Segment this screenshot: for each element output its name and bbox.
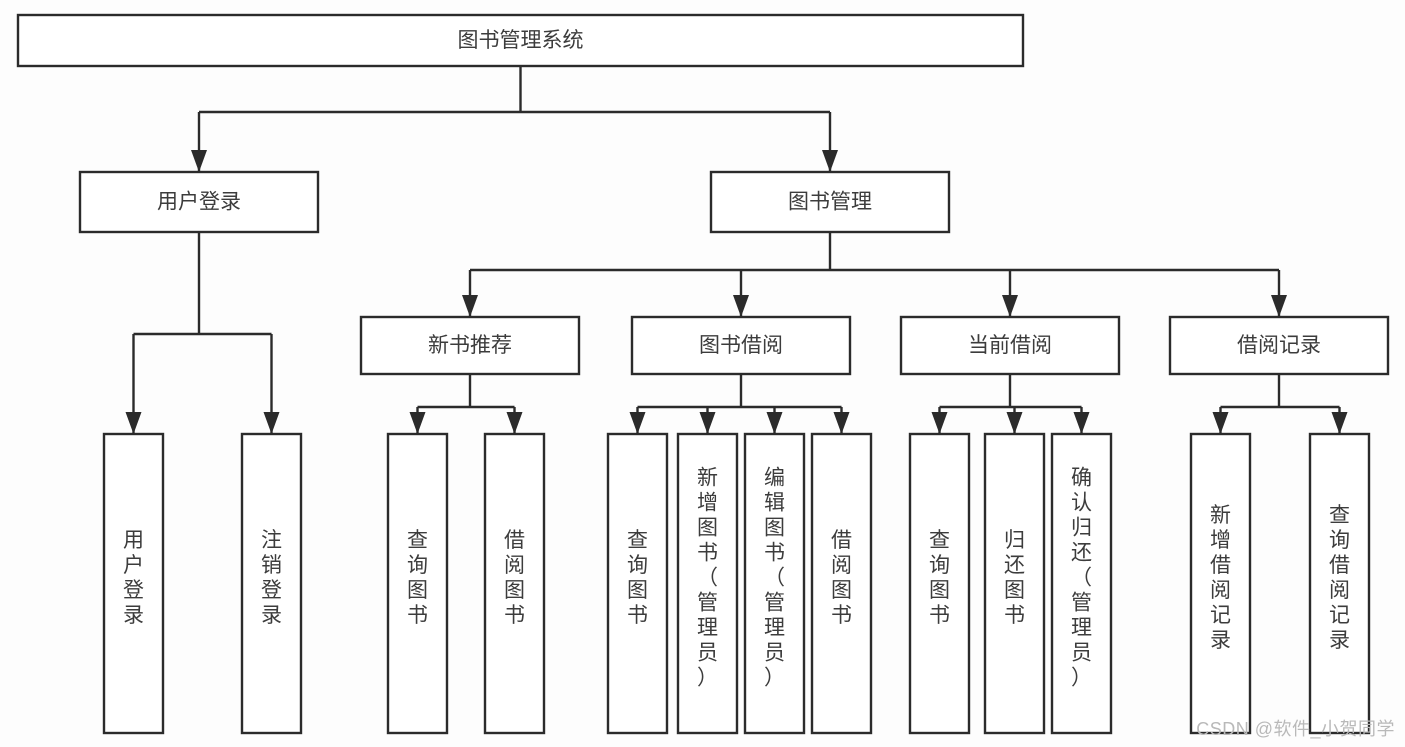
connector-arrowhead <box>263 412 280 434</box>
node-add-book[interactable]: 新增图书（管理员） <box>676 432 739 735</box>
node-label: 借阅记录 <box>1237 334 1321 357</box>
node-label: 图书借阅 <box>699 334 783 357</box>
node-label: 借阅图书 <box>831 529 852 627</box>
node-box <box>676 432 739 735</box>
node-box <box>983 432 1046 735</box>
connector-arrowhead <box>931 412 948 434</box>
node-user-login[interactable]: 用户登录 <box>78 170 320 234</box>
connector-arrowhead <box>125 412 142 434</box>
node-label: 借阅图书 <box>504 529 525 627</box>
node-box <box>630 315 852 376</box>
node-label: 图书管理 <box>788 191 872 214</box>
connector-layer <box>125 66 1348 434</box>
node-borrow-book-2[interactable]: 借阅图书 <box>810 432 873 735</box>
connector-arrowhead <box>733 295 749 317</box>
node-label: 图书管理系统 <box>458 29 584 52</box>
node-label: 查询借阅记录 <box>1329 504 1350 652</box>
node-q-book-2[interactable]: 查询图书 <box>606 432 669 735</box>
node-root[interactable]: 图书管理系统 <box>16 13 1025 68</box>
node-label: 新书推荐 <box>428 334 512 357</box>
node-book-management[interactable]: 图书管理 <box>709 170 951 234</box>
node-box <box>1189 432 1252 735</box>
connector-arrowhead <box>506 412 523 434</box>
node-borrow-book-1[interactable]: 借阅图书 <box>483 432 546 735</box>
node-box <box>606 432 669 735</box>
node-new-book-recommend[interactable]: 新书推荐 <box>359 315 581 376</box>
node-user-login-leaf[interactable]: 用户登录 <box>102 432 165 735</box>
node-box <box>1308 432 1371 735</box>
node-box <box>386 432 449 735</box>
connector-arrowhead <box>409 412 426 434</box>
node-confirm-return[interactable]: 确认归还（管理员） <box>1050 432 1113 735</box>
connector-arrowhead <box>766 412 783 434</box>
connector-arrowhead <box>822 150 838 172</box>
node-label: 查询图书 <box>407 529 428 627</box>
node-label: 用户登录 <box>157 191 241 214</box>
connector-arrowhead <box>1331 412 1348 434</box>
node-box <box>1168 315 1390 376</box>
node-return-book[interactable]: 归还图书 <box>983 432 1046 735</box>
node-box <box>743 432 806 735</box>
node-query-record[interactable]: 查询借阅记录 <box>1308 432 1371 735</box>
connector-arrowhead <box>1006 412 1023 434</box>
node-label: 新增借阅记录 <box>1210 504 1231 652</box>
node-q-book-1[interactable]: 查询图书 <box>386 432 449 735</box>
csdn-watermark: CSDN @软件_小贺同学 <box>1196 719 1395 739</box>
node-borrow-record[interactable]: 借阅记录 <box>1168 315 1390 376</box>
node-layer: 图书管理系统用户登录图书管理新书推荐图书借阅当前借阅借阅记录用户登录注销登录查询… <box>16 13 1390 735</box>
node-box <box>359 315 581 376</box>
node-label: 查询图书 <box>929 529 950 627</box>
node-q-book-3[interactable]: 查询图书 <box>908 432 971 735</box>
node-label: 查询图书 <box>627 529 648 627</box>
node-box <box>240 432 303 735</box>
node-user-logout-leaf[interactable]: 注销登录 <box>240 432 303 735</box>
node-label: 确认归还（管理员） <box>1071 467 1092 690</box>
connector-arrowhead <box>191 150 207 172</box>
connector-arrowhead <box>699 412 716 434</box>
connector-arrowhead <box>833 412 850 434</box>
node-current-borrow[interactable]: 当前借阅 <box>899 315 1121 376</box>
node-edit-book[interactable]: 编辑图书（管理员） <box>743 432 806 735</box>
connector-arrowhead <box>1002 295 1018 317</box>
node-box <box>16 13 1025 68</box>
connector-arrowhead <box>1212 412 1229 434</box>
connector-arrowhead <box>1073 412 1090 434</box>
node-add-record[interactable]: 新增借阅记录 <box>1189 432 1252 735</box>
node-box <box>102 432 165 735</box>
node-box <box>1050 432 1113 735</box>
node-label: 当前借阅 <box>968 334 1052 357</box>
node-label: 新增图书（管理员） <box>697 467 718 690</box>
node-label: 归还图书 <box>1004 529 1025 627</box>
node-box <box>78 170 320 234</box>
node-box <box>810 432 873 735</box>
node-box <box>483 432 546 735</box>
connector-arrowhead <box>1271 295 1287 317</box>
node-book-borrow[interactable]: 图书借阅 <box>630 315 852 376</box>
node-label: 注销登录 <box>261 529 282 627</box>
connector-arrowhead <box>629 412 646 434</box>
connector-arrowhead <box>462 295 478 317</box>
node-label: 编辑图书（管理员） <box>764 467 785 690</box>
node-label: 用户登录 <box>123 529 144 627</box>
node-box <box>709 170 951 234</box>
node-box <box>908 432 971 735</box>
node-box <box>899 315 1121 376</box>
